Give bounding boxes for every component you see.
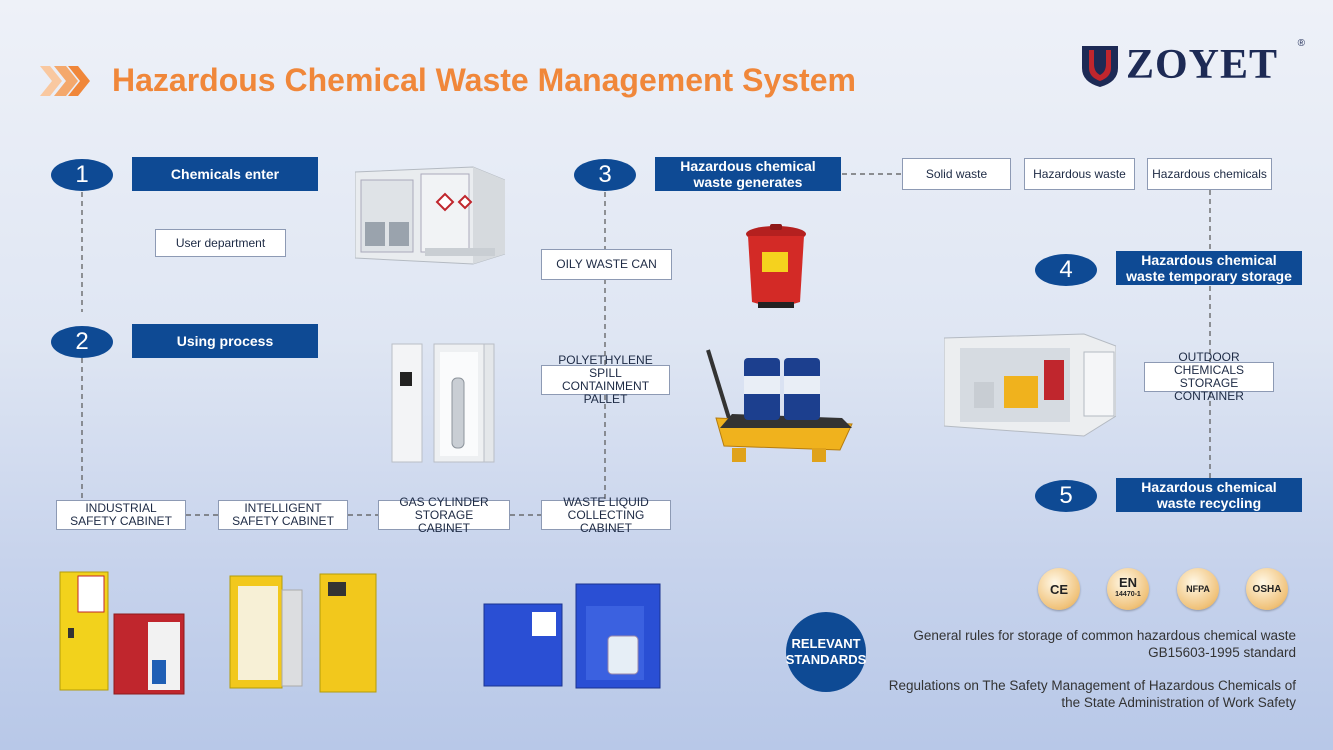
- spill-pallet-image: [706, 349, 853, 462]
- waste-liquid-cabinet-box: WASTE LIQUID COLLECTING CABINET: [541, 495, 671, 534]
- step-3-number: 3: [574, 159, 636, 191]
- step-5-label: Hazardous chemical waste recycling: [1116, 478, 1302, 512]
- standard-line-2: GB15603-1995 standard: [1148, 645, 1296, 660]
- standard-line-1: General rules for storage of common haza…: [913, 628, 1296, 643]
- step-1-label: Chemicals enter: [132, 157, 318, 191]
- registered-mark: ®: [1297, 38, 1305, 49]
- industrial-safety-cabinet-image: [59, 571, 185, 695]
- nfpa-cert-label: NFPA: [1186, 584, 1210, 594]
- solid-waste-box: Solid waste: [902, 158, 1011, 190]
- en-cert-label: EN: [1118, 575, 1138, 590]
- gas-cylinder-cabinet-box: GAS CYLINDER STORAGE CABINET: [378, 495, 510, 534]
- ce-cert-label: CE: [1049, 581, 1069, 597]
- outdoor-container-box: OUTDOOR CHEMICALS STORAGE CONTAINER: [1144, 351, 1274, 403]
- osha-cert-icon: OSHA: [1246, 568, 1288, 610]
- osha-cert-label: OSHA: [1252, 583, 1282, 595]
- page-title: Hazardous Chemical Waste Management Syst…: [112, 62, 856, 98]
- chemical-storage-container-image: [355, 166, 505, 265]
- step-3-label: Hazardous chemical waste generates: [655, 157, 841, 191]
- step-2-number: 2: [51, 326, 113, 358]
- step-5-number: 5: [1035, 480, 1097, 512]
- standard-line-4: the State Administration of Work Safety: [1061, 695, 1296, 710]
- nfpa-cert-icon: NFPA: [1177, 568, 1219, 610]
- chevron-arrows-icon: [40, 66, 90, 96]
- user-department-box: User department: [155, 229, 286, 257]
- spill-pallet-box: POLYETHYLENE SPILL CONTAINMENT PALLET: [541, 354, 670, 406]
- shield-icon: [1082, 46, 1118, 87]
- step-1-number: 1: [51, 159, 113, 191]
- standard-line-3: Regulations on The Safety Management of …: [888, 678, 1296, 693]
- step-4-number: 4: [1035, 254, 1097, 286]
- outdoor-storage-container-image: [944, 333, 1116, 437]
- relevant-standards-badge: RELEVANT STANDARDS: [786, 612, 866, 692]
- gas-cylinder-cabinet-image: [391, 343, 495, 463]
- en-cert-sub: 14470-1: [1115, 591, 1141, 598]
- waste-liquid-cabinet-image: [483, 583, 661, 689]
- industrial-cabinet-box: INDUSTRIAL SAFETY CABINET: [56, 500, 186, 530]
- step-4-label: Hazardous chemical waste temporary stora…: [1116, 251, 1302, 285]
- hazardous-waste-box: Hazardous waste: [1024, 158, 1135, 190]
- en-cert-icon: EN 14470-1: [1107, 568, 1149, 610]
- ce-cert-icon: CE: [1038, 568, 1080, 610]
- step-2-label: Using process: [132, 324, 318, 358]
- intelligent-safety-cabinet-image: [229, 573, 377, 693]
- intelligent-cabinet-box: INTELLIGENT SAFETY CABINET: [218, 500, 348, 530]
- oily-waste-can-box: OILY WASTE CAN: [541, 249, 672, 280]
- brand-name: ZOYET: [1126, 42, 1279, 88]
- oily-waste-can-image: [746, 224, 806, 308]
- hazardous-chemicals-box: Hazardous chemicals: [1147, 158, 1272, 190]
- brand-logo: ZOYET ®: [1080, 38, 1305, 88]
